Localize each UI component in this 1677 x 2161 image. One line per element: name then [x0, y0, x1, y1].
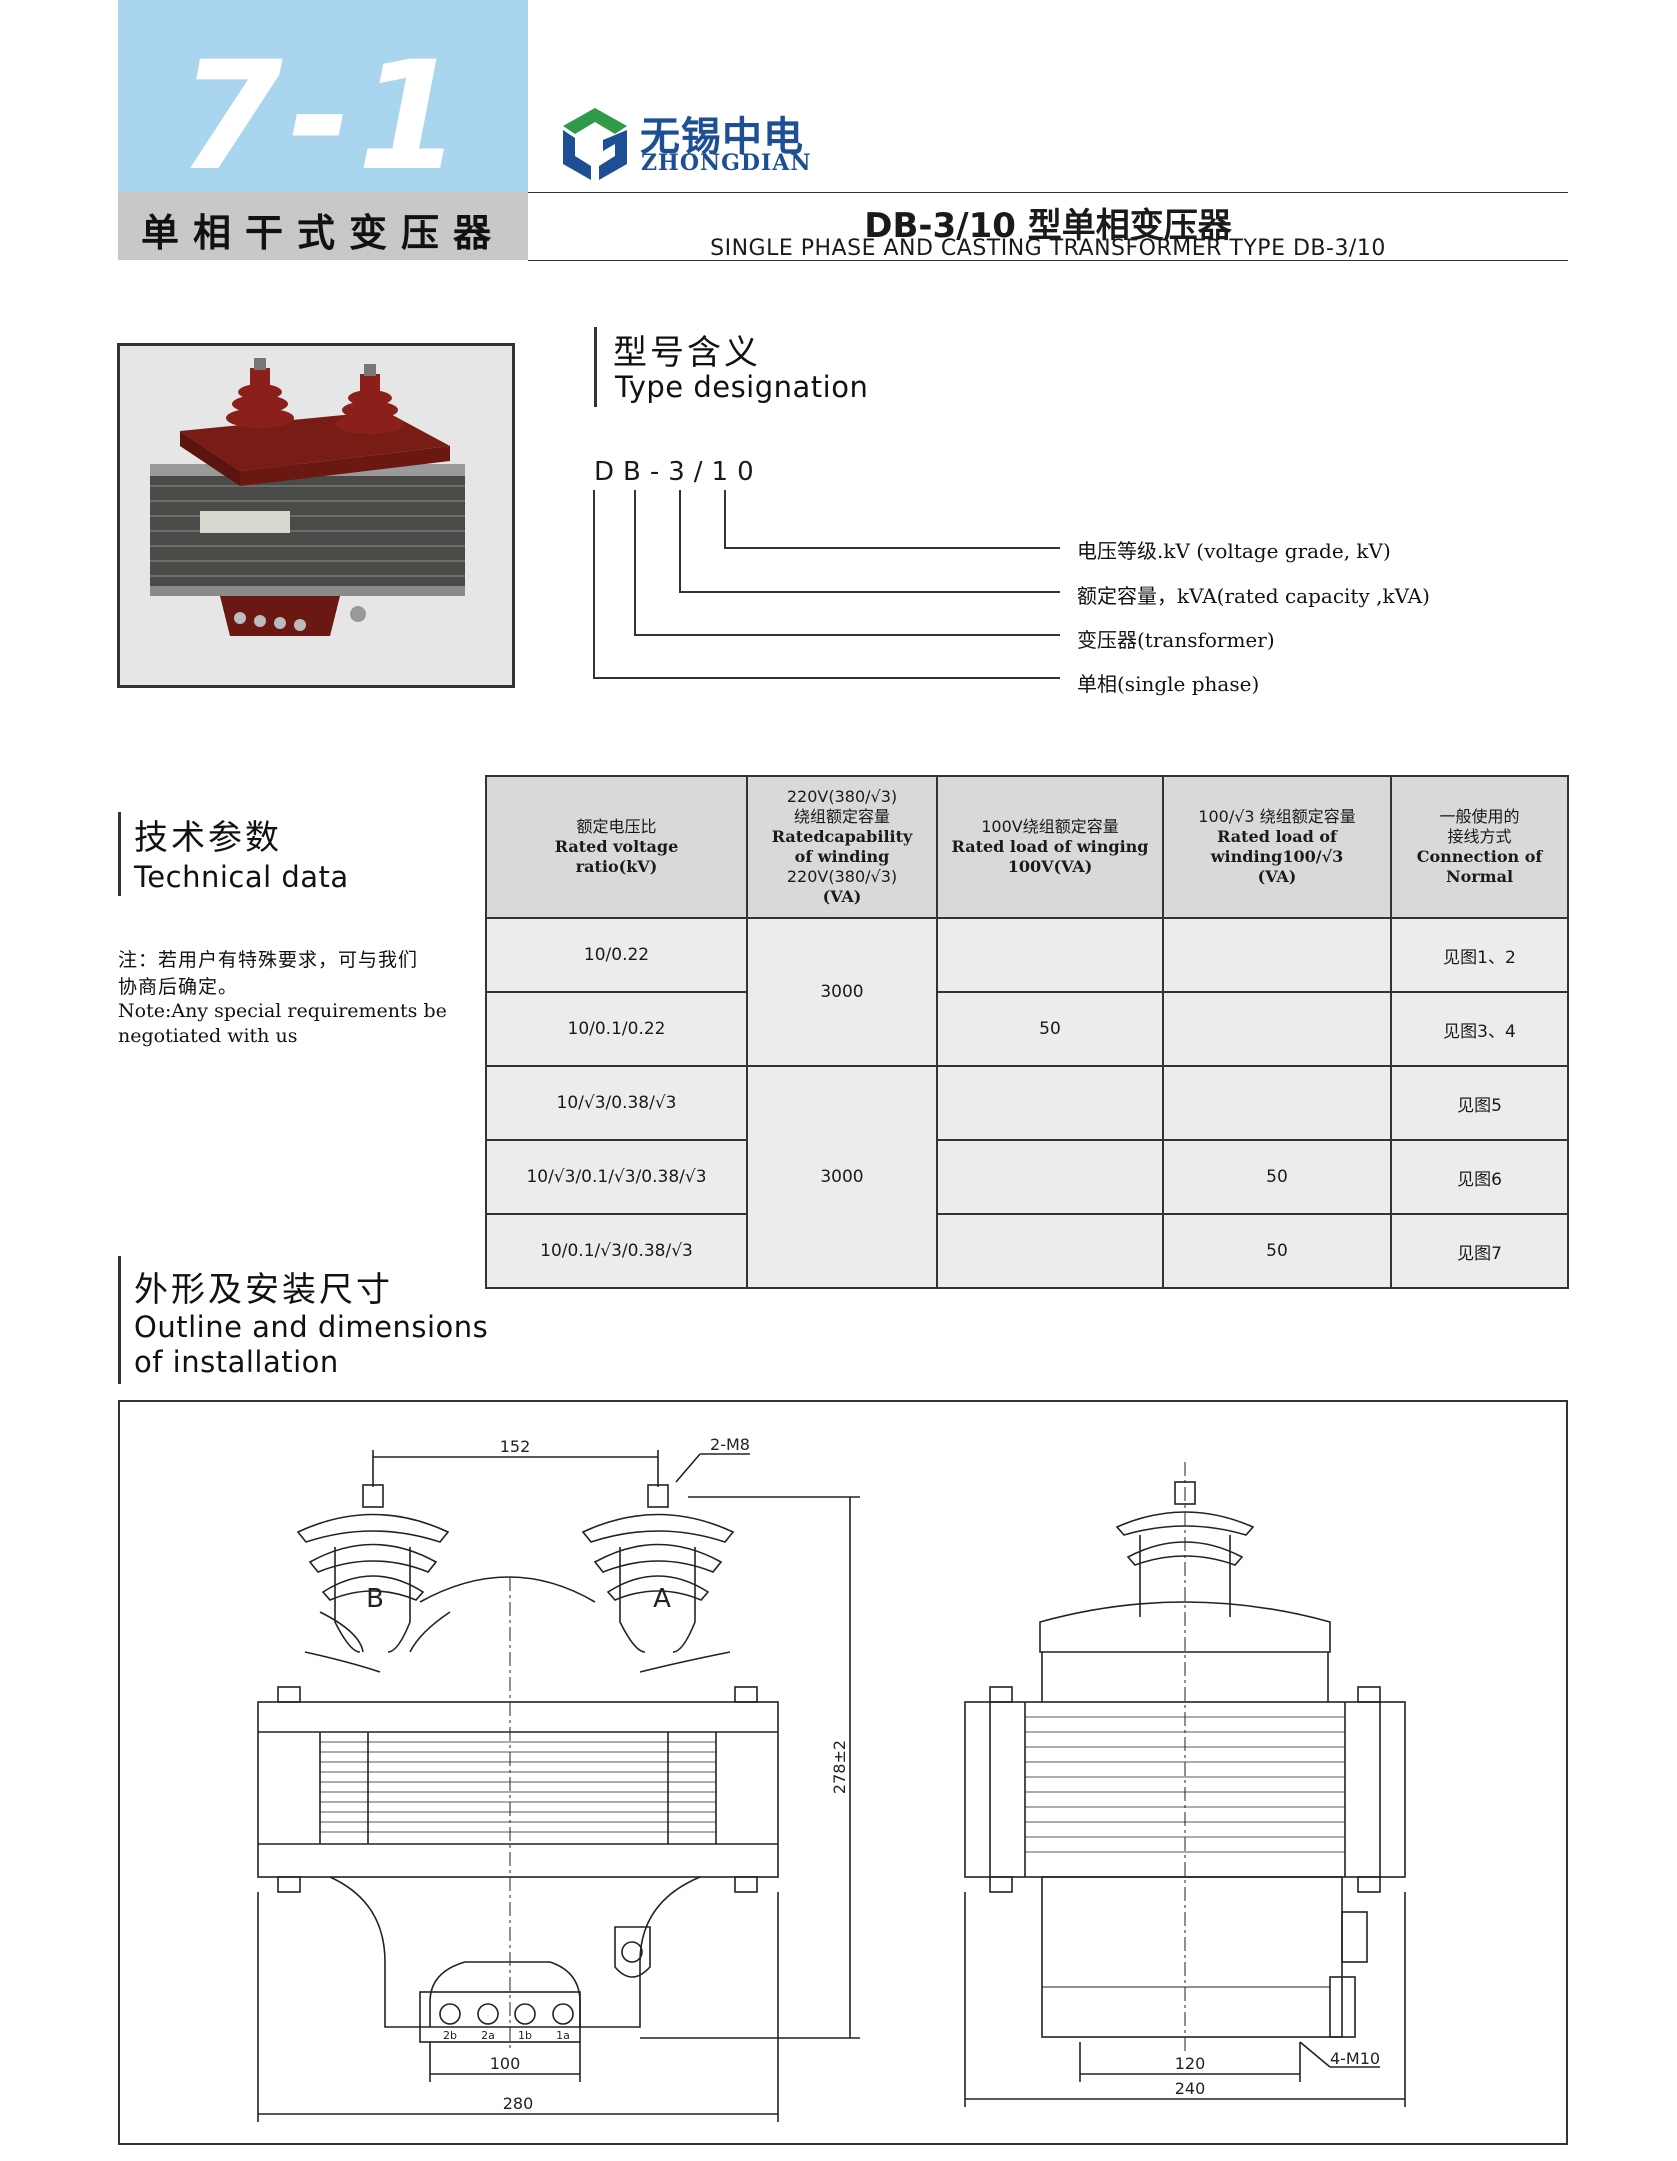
- category-panel: [118, 192, 528, 260]
- cell-load100r3: [1162, 1065, 1392, 1141]
- cell-ratio: 10/0.1/0.22: [485, 991, 748, 1067]
- secondary-label-2b: 2b: [443, 2029, 457, 2042]
- cell-load100: [936, 917, 1164, 993]
- dim-top-span: 152: [500, 1437, 531, 1456]
- dim-side-outer: 240: [1175, 2079, 1206, 2098]
- note-cn-line2: 协商后确定。: [118, 976, 239, 998]
- table-row: 10/√3/0.1/√3/0.38/√3 50 见图6: [485, 1139, 1569, 1215]
- title-rule-bottom: [528, 260, 1568, 261]
- technical-heading-bar: [118, 812, 121, 896]
- category-title: 单相干式变压器: [140, 211, 505, 255]
- outline-heading-en-line2: of installation: [134, 1345, 339, 1379]
- cell-load100: [936, 1065, 1164, 1141]
- header-capability: 220V(380/√3) 绕组额定容量 Ratedcapability of w…: [746, 775, 938, 919]
- zhongdian-logo-icon: [563, 108, 627, 180]
- cell-ratio: 10/√3/0.38/√3: [485, 1065, 748, 1141]
- secondary-label-1b: 1b: [518, 2029, 532, 2042]
- technical-data-table: 额定电压比 Rated voltage ratio(kV) 220V(380/√…: [485, 775, 1569, 1289]
- header-connection: 一般使用的 接线方式 Connection of Normal: [1390, 775, 1569, 919]
- designation-label-transformer: 变压器(transformer): [1077, 628, 1275, 652]
- designation-label-voltage: 电压等级.kV (voltage grade, kV): [1077, 539, 1391, 563]
- cell-connection: 见图1、2: [1390, 917, 1569, 993]
- insulator-a-icon: [581, 1484, 735, 1653]
- terminal-label-a: A: [653, 1584, 671, 1614]
- cell-connection: 见图6: [1390, 1139, 1569, 1215]
- table-header-row: 额定电压比 Rated voltage ratio(kV) 220V(380/√…: [485, 775, 1569, 919]
- technical-heading-cn: 技术参数: [134, 818, 282, 858]
- logo-english-name: ZHONGDIAN: [641, 150, 812, 176]
- cell-load100r3: 50: [1162, 1139, 1392, 1215]
- secondary-label-2a: 2a: [481, 2029, 495, 2042]
- cell-load100: 50: [936, 991, 1164, 1067]
- terminal-label-b: B: [366, 1584, 384, 1614]
- cell-load100r3: 50: [1162, 1213, 1392, 1289]
- designation-label-phase: 单相(single phase): [1077, 672, 1260, 696]
- table-row: 10/0.22 3000 见图1、2: [485, 917, 1569, 1067]
- designation-leader-lines: [593, 490, 1060, 679]
- dim-side-inner: 120: [1175, 2054, 1206, 2073]
- cell-capability-group2: 3000: [746, 1065, 938, 1289]
- designation-heading-en: Type designation: [615, 370, 869, 404]
- note-en-line1: Note:Any special requirements be: [118, 1000, 447, 1022]
- table-row: 10/0.1/√3/0.38/√3 50 见图7: [485, 1213, 1569, 1289]
- cell-ratio: 10/0.22: [485, 917, 748, 993]
- dim-height: 278±2: [830, 1740, 849, 1794]
- header-load-100-root3: 100/√3 绕组额定容量 Rated load of winding100/√…: [1162, 775, 1392, 919]
- cell-load100r3: [1162, 917, 1392, 993]
- dim-base-outer: 280: [503, 2094, 534, 2113]
- insulator-b-icon: [296, 1484, 450, 1653]
- designation-heading-cn: 型号含义: [613, 333, 761, 373]
- transformer-photo-icon: [120, 346, 512, 685]
- table-row: 10/√3/0.38/√3 3000 见图5: [485, 1065, 1569, 1289]
- cell-connection: 见图7: [1390, 1213, 1569, 1289]
- logo-chinese-name: 无锡中电: [640, 114, 804, 160]
- cell-load100: [936, 1213, 1164, 1289]
- outline-heading-cn: 外形及安装尺寸: [134, 1270, 393, 1310]
- header-voltage-ratio: 额定电压比 Rated voltage ratio(kV): [485, 775, 748, 919]
- product-photo: [117, 343, 515, 688]
- cell-ratio: 10/√3/0.1/√3/0.38/√3: [485, 1139, 748, 1215]
- designation-heading-bar: [594, 327, 597, 407]
- product-title-en: SINGLE PHASE AND CASTING TRANSFORMER TYP…: [710, 236, 1386, 261]
- section-number-panel: [118, 0, 528, 192]
- dim-mount: 4-M10: [1330, 2049, 1380, 2068]
- secondary-label-1a: 1a: [556, 2029, 570, 2042]
- outline-heading-bar: [118, 1256, 121, 1384]
- cell-connection: 见图5: [1390, 1065, 1569, 1141]
- note-cn-line1: 注：若用户有特殊要求，可与我们: [118, 949, 419, 971]
- technical-heading-en: Technical data: [134, 860, 349, 894]
- designation-label-capacity: 额定容量，kVA(rated capacity ,kVA): [1077, 584, 1430, 608]
- cell-load100r3: [1162, 991, 1392, 1067]
- cell-ratio: 10/0.1/√3/0.38/√3: [485, 1213, 748, 1289]
- dim-bolt: 2-M8: [710, 1435, 750, 1454]
- cell-load100: [936, 1139, 1164, 1215]
- dim-base-inner: 100: [490, 2054, 521, 2073]
- header-load-100v: 100V绕组额定容量 Rated load of winging 100V(VA…: [936, 775, 1164, 919]
- title-rule-top: [528, 192, 1568, 193]
- cell-capability-group1: 3000: [746, 917, 938, 1067]
- section-number: 7-1: [178, 30, 468, 204]
- outline-heading-en-line1: Outline and dimensions: [134, 1310, 489, 1344]
- outline-drawing-frame: 152 2-M8 100 280 120 240 4-M10 278±2 B A…: [118, 1400, 1568, 2145]
- outline-drawing: 152 2-M8 100 280 120 240 4-M10 278±2 B A…: [257, 1435, 1406, 2122]
- product-title-cn: DB-3/10 型单相变压器: [864, 206, 1232, 246]
- note-en-line2: negotiated with us: [118, 1025, 298, 1047]
- designation-code: DB-3/10: [594, 457, 763, 487]
- table-row: 10/0.1/0.22 50 见图3、4: [485, 991, 1569, 1067]
- cell-connection: 见图3、4: [1390, 991, 1569, 1067]
